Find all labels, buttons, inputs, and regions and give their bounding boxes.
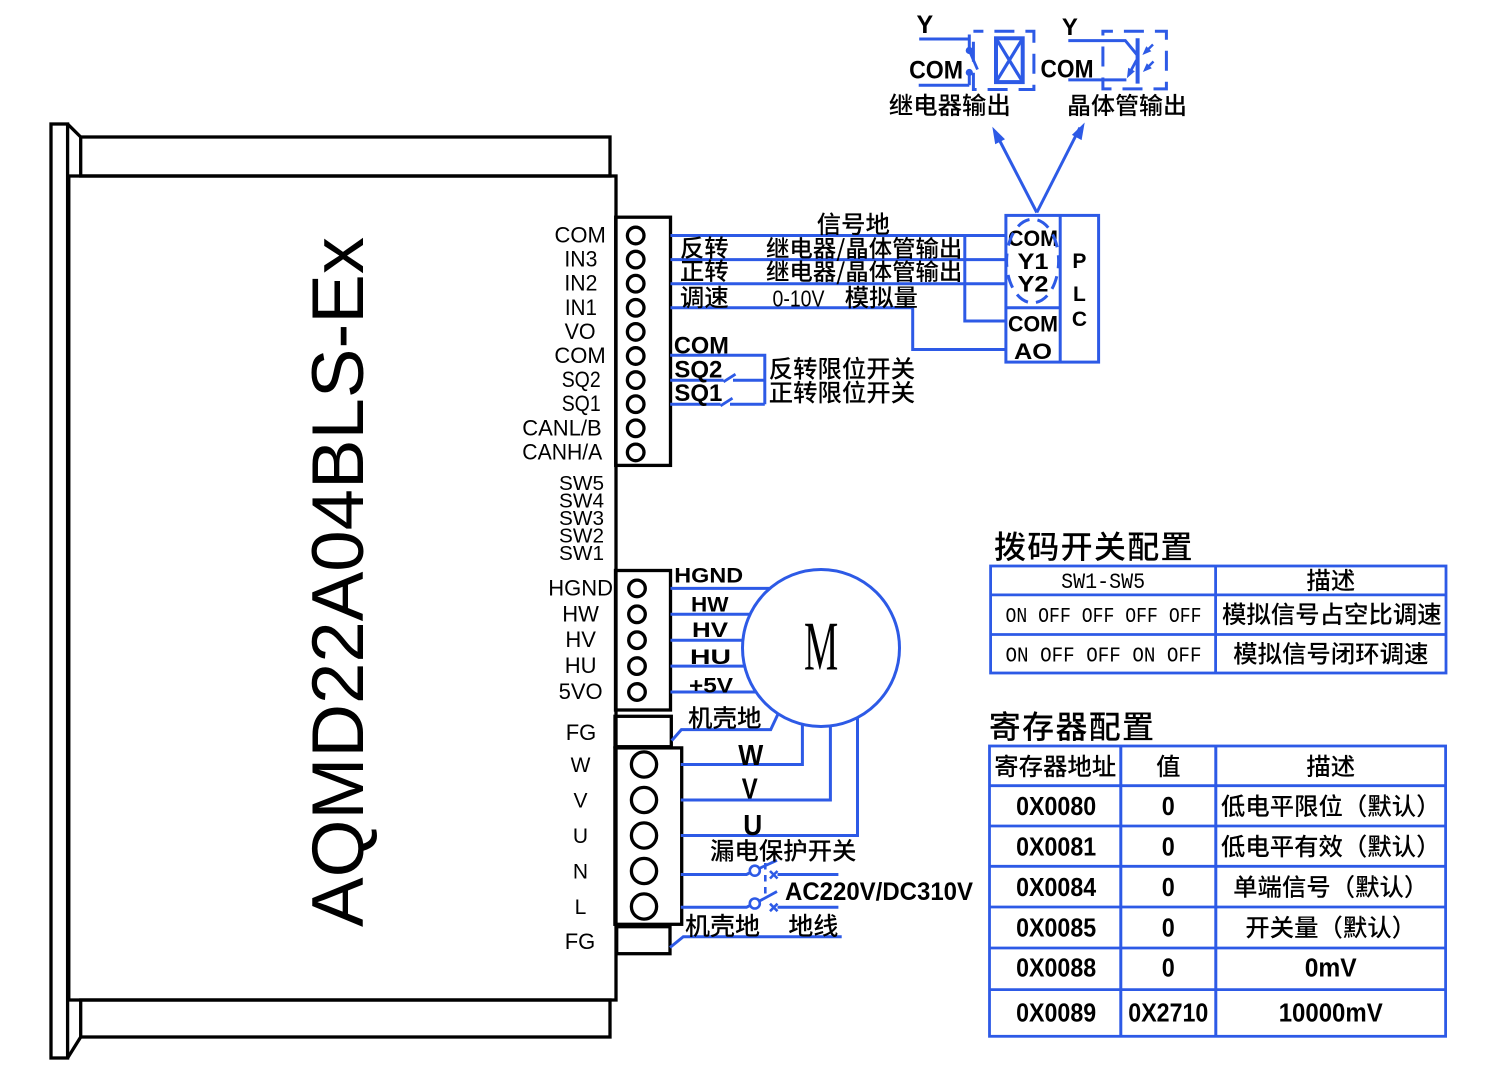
svg-text:SW1: SW1: [559, 542, 604, 565]
svg-text:0: 0: [1162, 914, 1175, 942]
svg-text:FG: FG: [565, 929, 596, 954]
svg-text:VO: VO: [565, 319, 596, 344]
svg-text:V: V: [742, 773, 759, 805]
svg-text:IN2: IN2: [564, 271, 597, 296]
svg-text:SW4: SW4: [559, 489, 604, 512]
svg-text:M: M: [804, 609, 838, 686]
svg-text:P: P: [1072, 250, 1086, 273]
svg-text:AQMD22A04BLS-Ex: AQMD22A04BLS-Ex: [298, 237, 379, 927]
svg-text:COM: COM: [555, 223, 606, 248]
svg-text:COM: COM: [554, 343, 605, 368]
svg-text:C: C: [1072, 308, 1087, 331]
svg-text:AO: AO: [1014, 339, 1052, 364]
svg-text:V: V: [573, 789, 587, 812]
svg-text:SQ2: SQ2: [562, 367, 601, 392]
svg-text:0: 0: [1162, 955, 1175, 983]
svg-text:SW2: SW2: [559, 525, 604, 548]
svg-text:HGND: HGND: [674, 565, 743, 588]
svg-text:0: 0: [1162, 833, 1175, 861]
svg-text:CANH/A: CANH/A: [522, 439, 602, 464]
svg-text:HU: HU: [565, 653, 597, 678]
svg-text:SW3: SW3: [559, 507, 604, 530]
svg-text:COM: COM: [1008, 311, 1058, 336]
svg-text:W: W: [571, 754, 591, 777]
svg-text:HV: HV: [692, 619, 728, 642]
svg-text:10000mV: 10000mV: [1279, 1000, 1383, 1028]
svg-text:HW: HW: [562, 601, 599, 626]
svg-text:Y: Y: [917, 11, 934, 39]
svg-text:COM: COM: [674, 332, 729, 359]
svg-text:0X0088: 0X0088: [1016, 955, 1096, 983]
svg-text:COM: COM: [1008, 226, 1058, 251]
svg-text:0X0085: 0X0085: [1016, 914, 1096, 942]
svg-text:IN1: IN1: [565, 295, 597, 320]
svg-text:Y2: Y2: [1018, 271, 1049, 296]
svg-text:L: L: [575, 896, 587, 919]
svg-text:SQ1: SQ1: [562, 391, 601, 416]
svg-text:L: L: [1073, 283, 1086, 306]
svg-text:AC220V/DC310V: AC220V/DC310V: [785, 878, 973, 906]
svg-text:0: 0: [1162, 874, 1175, 902]
svg-text:HGND: HGND: [548, 575, 613, 600]
svg-text:0mV: 0mV: [1305, 955, 1357, 983]
svg-text:5VO: 5VO: [559, 679, 603, 704]
svg-text:0X2710: 0X2710: [1128, 1000, 1208, 1028]
svg-text:SQ2: SQ2: [674, 357, 722, 384]
svg-text:ON OFF OFF ON OFF: ON OFF OFF ON OFF: [1006, 645, 1202, 668]
svg-text:CANL/B: CANL/B: [522, 415, 601, 440]
svg-text:FG: FG: [566, 720, 597, 745]
svg-text:SQ1: SQ1: [674, 380, 722, 407]
svg-text:0X0081: 0X0081: [1016, 833, 1096, 861]
svg-text:HV: HV: [565, 627, 596, 652]
svg-text:HW: HW: [691, 594, 729, 617]
svg-text:0: 0: [1162, 793, 1175, 821]
svg-text:N: N: [573, 860, 588, 883]
svg-text:U: U: [573, 825, 588, 848]
svg-text:IN3: IN3: [564, 247, 597, 272]
svg-text:+5V: +5V: [689, 675, 733, 698]
svg-text:COM: COM: [909, 57, 963, 85]
svg-text:W: W: [738, 740, 764, 772]
svg-text:Y1: Y1: [1018, 249, 1049, 274]
svg-text:0X0084: 0X0084: [1016, 874, 1097, 902]
svg-text:HU: HU: [690, 646, 731, 669]
svg-text:SW1-SW5: SW1-SW5: [1061, 570, 1145, 595]
svg-text:U: U: [743, 810, 762, 842]
svg-text:0X0089: 0X0089: [1016, 1000, 1096, 1028]
svg-text:0-10V: 0-10V: [773, 285, 826, 311]
svg-text:SW5: SW5: [559, 472, 604, 495]
svg-text:Y: Y: [1062, 14, 1078, 41]
svg-text:ON OFF OFF OFF OFF: ON OFF OFF OFF OFF: [1006, 606, 1202, 629]
svg-text:0X0080: 0X0080: [1016, 793, 1096, 821]
